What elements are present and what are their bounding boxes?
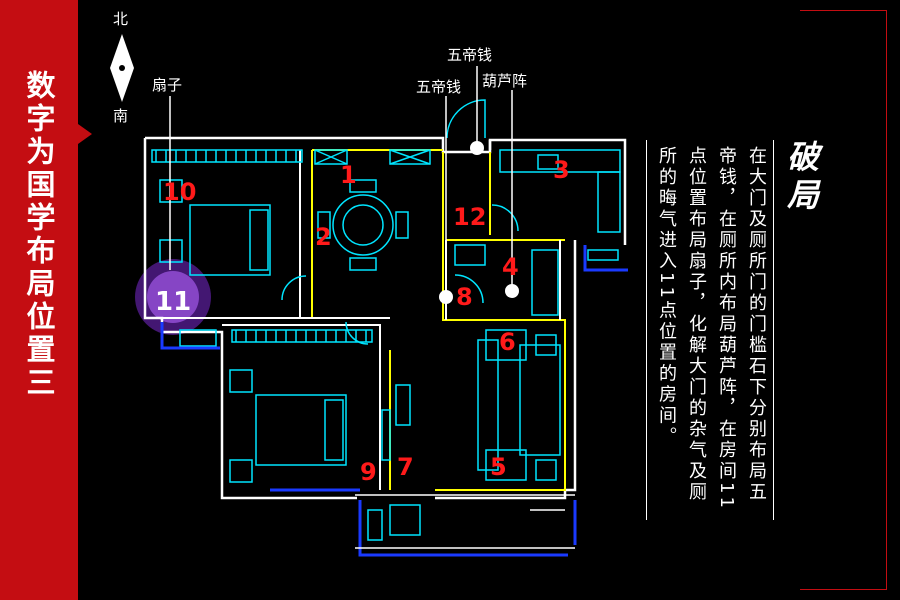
- furniture: [151, 149, 621, 541]
- room-number-8: 8: [456, 283, 473, 311]
- internal-walls: [162, 150, 561, 490]
- note-column-3: 点位置布局扇子，化解大门的杂气及厕: [686, 146, 707, 503]
- marker-dots: [439, 141, 519, 304]
- note-column-4: 所的晦气进入11点位置的房间。: [656, 146, 677, 448]
- compass-south-label: 南: [113, 107, 129, 125]
- compass: 北 南: [104, 8, 140, 126]
- room-number-10: 10: [163, 178, 196, 206]
- pointer-lines: [169, 66, 513, 296]
- corner-top-right: [800, 10, 886, 12]
- room-borders: [311, 149, 566, 491]
- compass-needle-icon: [110, 34, 134, 102]
- room-number-9: 9: [360, 458, 377, 486]
- heading: 破局: [782, 140, 820, 216]
- door-arcs: [281, 99, 519, 345]
- sidebar-pointer: [78, 124, 92, 144]
- label-fan: 扇子: [152, 76, 183, 94]
- room-number-2: 2: [315, 223, 332, 251]
- compass-north-label: 北: [113, 10, 129, 28]
- room-number-6: 6: [499, 328, 516, 356]
- room-number-12: 12: [453, 203, 486, 231]
- label-gourd: 葫芦阵: [482, 72, 528, 90]
- room-numbers: 1 2 3 4 5 6 7 8 9 10 11 12: [155, 156, 570, 486]
- sidebar-title: 数字为国学布局位置三: [22, 70, 56, 400]
- corner-right-line: [886, 10, 888, 590]
- room-number-3: 3: [553, 156, 570, 184]
- room-number-1: 1: [340, 161, 357, 189]
- label-coins-top: 五帝钱: [447, 46, 493, 64]
- note-column-1: 在大门及厕所门的门槛石下分别布局五: [746, 146, 767, 503]
- note-left-line: [646, 140, 647, 520]
- room-number-4: 4: [502, 253, 519, 281]
- note-column-2: 帝钱，在厕所内布局葫芦阵，在房间11: [716, 146, 737, 511]
- label-coins: 五帝钱: [416, 78, 462, 96]
- corner-bottom-right: [800, 588, 886, 590]
- room-number-7: 7: [397, 453, 414, 481]
- sidebar-banner: 数字为国学布局位置三: [0, 0, 92, 600]
- room-number-5: 5: [490, 453, 507, 481]
- room-number-11: 11: [155, 287, 191, 317]
- note-divider-line: [773, 140, 774, 520]
- balcony: [160, 245, 628, 557]
